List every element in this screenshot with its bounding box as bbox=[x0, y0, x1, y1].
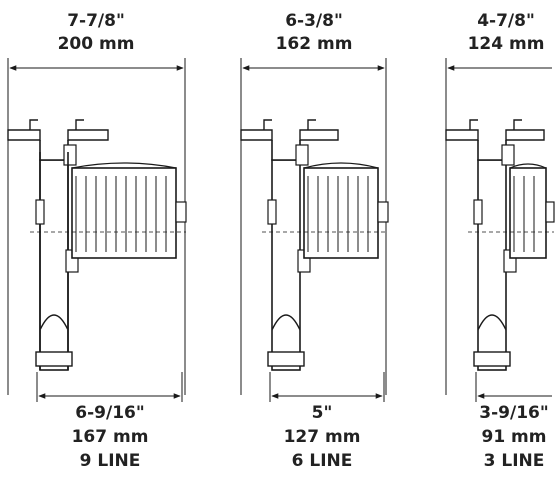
bottom-dim-lines: 9 LINE bbox=[80, 451, 141, 471]
bottom-dim-metric: 167 mm bbox=[72, 427, 149, 447]
bottom-dimension-line bbox=[269, 372, 385, 402]
top-dimension-line bbox=[240, 58, 387, 395]
bottom-dim-lines: 6 LINE bbox=[292, 451, 353, 471]
top-dim-metric: 162 mm bbox=[276, 34, 353, 54]
top-dim-metric: 124 mm bbox=[468, 34, 545, 54]
top-dimension-line bbox=[445, 58, 552, 395]
bottom-dim-imperial: 5" bbox=[312, 403, 333, 423]
bottom-dim-metric: 91 mm bbox=[481, 427, 546, 447]
unit-9-line: 7-7/8" 200 mm bbox=[7, 11, 187, 471]
top-dim-imperial: 4-7/8" bbox=[477, 11, 535, 31]
top-dim-imperial: 6-3/8" bbox=[285, 11, 343, 31]
block-drawing bbox=[445, 119, 555, 371]
block-drawing bbox=[7, 119, 187, 371]
bottom-dim-imperial: 6-9/16" bbox=[75, 403, 144, 423]
bottom-dim-lines: 3 LINE bbox=[484, 451, 545, 471]
top-dim-imperial: 7-7/8" bbox=[67, 11, 125, 31]
bottom-dimension-line bbox=[475, 372, 552, 402]
bottom-dimension-line bbox=[36, 372, 183, 402]
top-dim-metric: 200 mm bbox=[58, 34, 135, 54]
unit-3-line: 4-7/8" 124 mm 3-9/16" bbox=[445, 11, 555, 471]
bottom-dim-imperial: 3-9/16" bbox=[479, 403, 548, 423]
block-drawing bbox=[240, 119, 389, 371]
unit-6-line: 6-3/8" 162 mm bbox=[240, 11, 389, 471]
top-dimension-line bbox=[7, 58, 186, 395]
bottom-dim-metric: 127 mm bbox=[284, 427, 361, 447]
